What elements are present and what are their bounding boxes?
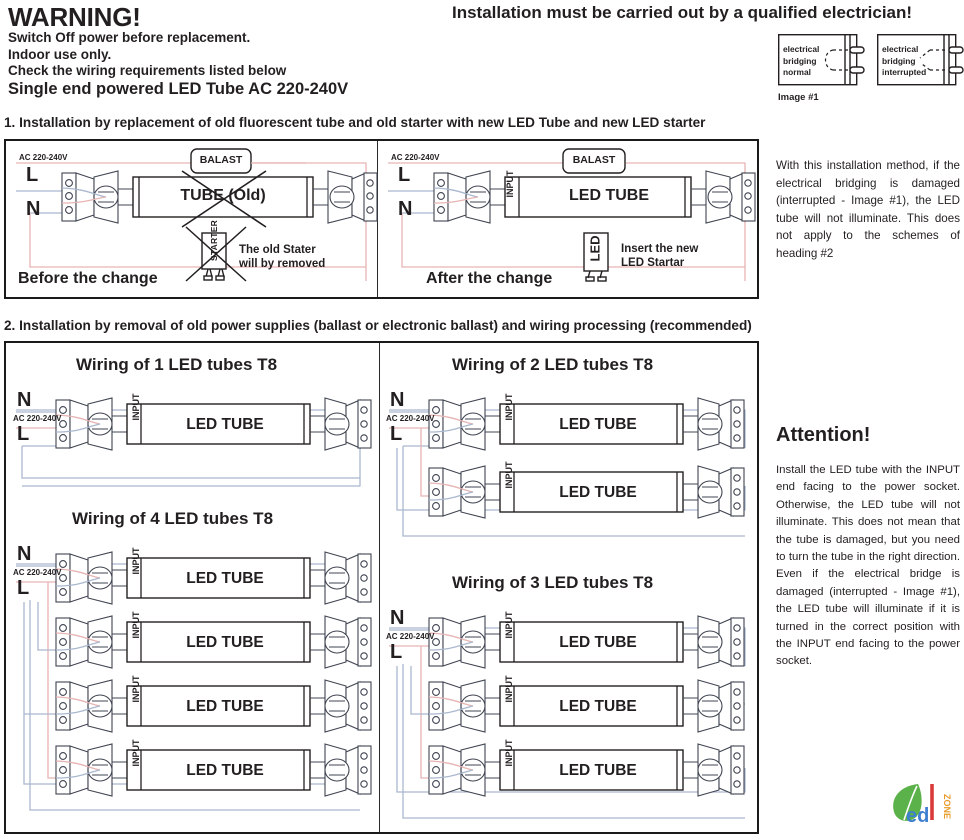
wiring-4-input-label-3: INPUT — [131, 675, 141, 703]
wiring-2-ac-label: AC 220-240V — [386, 414, 435, 423]
wiring-4-live-label: L — [17, 577, 30, 599]
warning-line-2: Indoor use only. — [8, 46, 112, 62]
page-title: WARNING! — [8, 2, 141, 32]
wiring-3-input-label-3: INPUT — [504, 739, 514, 767]
wiring-4-tube-label-1: LED TUBE — [186, 570, 264, 587]
attention-title: Attention! — [776, 424, 871, 446]
before-ac-label: AC 220-240V — [19, 153, 68, 162]
bridging-right-line3: interrupted — [882, 67, 927, 77]
wiring-2-input-label-1: INPUT — [504, 393, 514, 421]
wiring-3-tube-label-2: LED TUBE — [559, 698, 637, 715]
wiring-4-tube-label-4: LED TUBE — [186, 762, 264, 779]
wiring-1-live-label: L — [17, 423, 30, 445]
after-input-label: INPUT — [505, 170, 515, 198]
section-1-diagram-box: L N AC 220-240V BALAST TUBE (Old) STARTE… — [4, 139, 759, 299]
after-ballast-label: BALAST — [572, 154, 616, 166]
wiring-4-ac-label: AC 220-240V — [13, 568, 62, 577]
wiring-2-neutral-label: N — [390, 389, 405, 411]
wiring-3-tube-label-3: LED TUBE — [559, 762, 637, 779]
wiring-2-live-label: L — [390, 423, 403, 445]
bridging-figure: electrical bridging normal electrical br… — [777, 33, 964, 104]
wiring-3-title: Wiring of 3 LED tubes T8 — [452, 573, 654, 592]
wiring-4-input-label-2: INPUT — [131, 611, 141, 639]
bridging-right-line1: electrical — [882, 44, 919, 54]
wiring-4-tube-label-2: LED TUBE — [186, 634, 264, 651]
wiring-2-tube-label-1: LED TUBE — [559, 416, 637, 433]
bridging-right-line2: bridging — [882, 55, 916, 66]
old-starter-note-line2: will by removed — [239, 258, 326, 270]
wiring-1-tube-label: LED TUBE — [186, 416, 264, 433]
wiring-3-tube-label-1: LED TUBE — [559, 634, 637, 651]
warning-line-1: Switch Off power before replacement. — [8, 30, 251, 45]
after-neutral-label: N — [398, 198, 413, 220]
before-tube-label: TUBE (Old) — [180, 187, 266, 204]
old-starter-note-line1: The old Stater — [239, 244, 316, 256]
wiring-2-input-label-2: INPUT — [504, 461, 514, 489]
wiring-4-neutral-label: N — [17, 543, 32, 565]
wiring-4-tube-label-3: LED TUBE — [186, 698, 264, 715]
wiring-1-input-label: INPUT — [131, 393, 141, 421]
wiring-4-input-label-4: INPUT — [131, 739, 141, 767]
bridging-left-line3: normal — [783, 67, 811, 77]
wiring-4-input-label-1: INPUT — [131, 547, 141, 575]
insert-starter-note-line1: Insert the new — [621, 243, 699, 255]
image-1-caption: Image #1 — [778, 92, 819, 103]
qualified-electrician-notice: Installation must be carried out by a qu… — [452, 3, 913, 22]
attention-body: Install the LED tube with the INPUT end … — [776, 464, 960, 668]
section-2-heading: 2. Installation by removal of old power … — [4, 318, 752, 333]
before-starter-label: STARTER — [209, 220, 219, 261]
warning-line-3: Check the wiring requirements listed bel… — [8, 63, 287, 78]
wiring-3-neutral-label: N — [390, 607, 405, 629]
after-the-change-caption: After the change — [426, 270, 553, 287]
before-ballast-label: BALAST — [199, 154, 243, 166]
wiring-2-tube-label-2: LED TUBE — [559, 484, 637, 501]
wiring-4-title: Wiring of 4 LED tubes T8 — [72, 509, 274, 528]
panel-divider-2 — [379, 343, 380, 832]
after-ac-label: AC 220-240V — [391, 153, 440, 162]
wiring-3-ac-label: AC 220-240V — [386, 632, 435, 641]
before-neutral-label: N — [26, 198, 41, 220]
wiring-3-input-label-1: INPUT — [504, 611, 514, 639]
section-1-side-note: With this installation method, if the el… — [776, 159, 960, 260]
svg-text:ZONE: ZONE — [942, 794, 952, 819]
after-tube-label: LED TUBE — [569, 187, 649, 204]
svg-text:ed: ed — [906, 805, 929, 827]
insert-starter-note: Insert the new LED Startar — [621, 242, 698, 270]
before-the-change-caption: Before the change — [18, 270, 158, 287]
wiring-1-neutral-label: N — [17, 389, 32, 411]
product-subtitle: Single end powered LED Tube AC 220-240V — [8, 80, 349, 98]
wiring-3-input-label-2: INPUT — [504, 675, 514, 703]
bridging-left-line1: electrical — [783, 44, 820, 54]
wiring-2-title: Wiring of 2 LED tubes T8 — [452, 355, 654, 374]
before-live-label: L — [26, 164, 39, 186]
after-led-starter-label: LED — [587, 235, 603, 262]
insert-starter-note-line2: LED Startar — [621, 257, 685, 269]
bridging-left-line2: bridging — [783, 55, 817, 66]
wiring-3-live-label: L — [390, 641, 403, 663]
ledzone-logo: ZONE ed — [888, 778, 958, 836]
warning-lines: Switch Off power before replacement. Ind… — [8, 30, 286, 80]
section-1-heading: 1. Installation by replacement of old fl… — [4, 115, 706, 130]
old-starter-note: The old Stater will by removed — [239, 243, 325, 271]
wiring-1-ac-label: AC 220-240V — [13, 414, 62, 423]
wiring-1-title: Wiring of 1 LED tubes T8 — [76, 355, 278, 374]
after-live-label: L — [398, 164, 411, 186]
